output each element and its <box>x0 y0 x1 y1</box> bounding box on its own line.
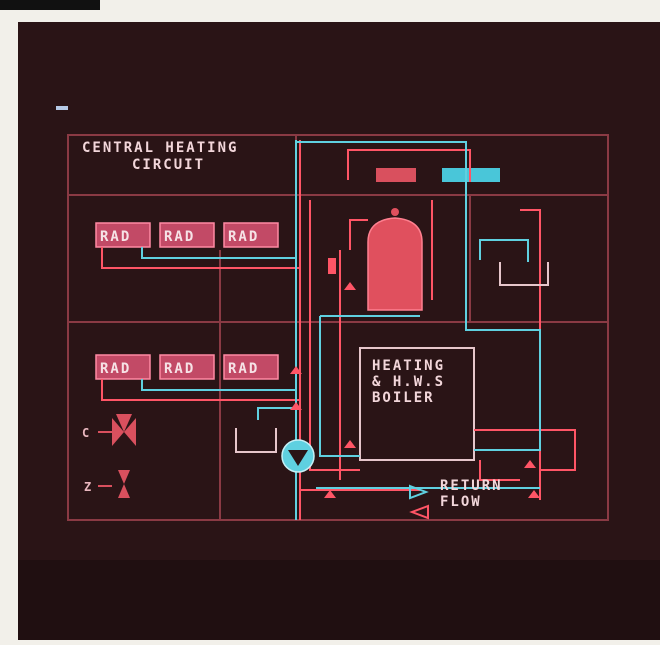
flow-arrow-icon <box>409 504 429 520</box>
valve-label-z: Z <box>84 480 91 494</box>
legend-return: RETURN <box>440 478 503 494</box>
cylinder-vent <box>391 208 399 216</box>
radiator <box>159 354 215 380</box>
two-port-valve <box>118 470 130 498</box>
boiler-label-line2: & H.W.S <box>372 374 445 390</box>
cursor-mark <box>56 106 68 110</box>
cold-water-trap <box>499 262 549 286</box>
radiator <box>159 222 215 248</box>
radiator-label: RAD <box>164 229 195 245</box>
valve-label-c: C <box>82 426 89 440</box>
radiator-row-upper: RAD RAD RAD <box>95 222 279 248</box>
pump-arrow-icon <box>288 450 308 466</box>
radiator-label: RAD <box>100 229 131 245</box>
radiator-label: RAD <box>164 361 195 377</box>
radiator <box>95 354 151 380</box>
boiler-label-line3: BOILER <box>372 390 435 406</box>
three-port-valve <box>112 414 136 446</box>
flow-pipework <box>101 140 576 520</box>
radiator <box>95 222 151 248</box>
boiler-box <box>359 347 475 461</box>
legend-flow: FLOW <box>440 494 482 510</box>
hot-water-cylinder <box>367 217 423 311</box>
boiler-label-line1: HEATING <box>372 358 445 374</box>
corner-mark <box>0 0 100 10</box>
radiator-label: RAD <box>228 229 259 245</box>
diagram-subtitle: CIRCUIT <box>132 157 205 173</box>
radiator <box>223 222 279 248</box>
return-arrow-icon <box>409 484 429 500</box>
screen-glow <box>18 560 660 640</box>
radiator-row-lower: RAD RAD RAD <box>95 354 279 380</box>
radiator-label: RAD <box>228 361 259 377</box>
junction-markers <box>290 258 540 498</box>
radiator <box>223 354 279 380</box>
feed-tank-red <box>376 168 416 182</box>
radiator-label: RAD <box>100 361 131 377</box>
diagram-title: CENTRAL HEATING <box>82 140 238 156</box>
drain-trap <box>235 428 277 453</box>
